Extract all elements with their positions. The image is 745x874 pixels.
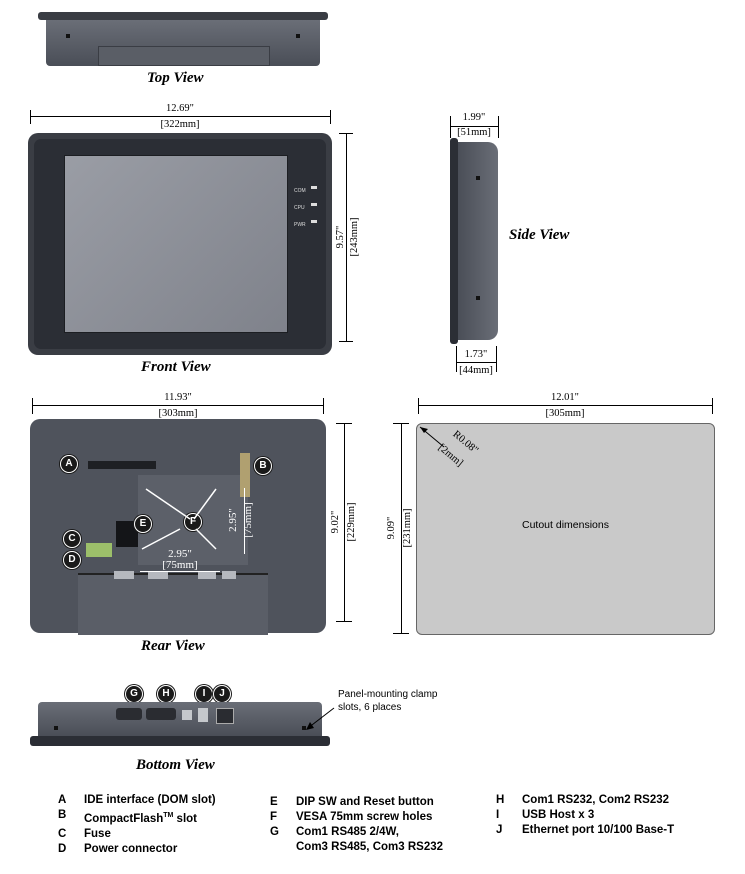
- vesa-v-mm: [75mm]: [242, 502, 254, 538]
- front-height-mm: [243mm]: [349, 217, 360, 257]
- rear-power-connector: [86, 543, 112, 557]
- rear-dip-switch: [116, 521, 138, 547]
- callout-g: G: [125, 685, 143, 703]
- side-body-in: 1.73": [464, 349, 488, 360]
- side-view-title: Side View: [509, 227, 570, 243]
- front-screen: [64, 155, 288, 333]
- rear-cf-slot: [240, 453, 250, 497]
- vesa-h-mm: [75mm]: [162, 559, 198, 571]
- rear-ide-slot: [88, 461, 156, 469]
- top-view-title: Top View: [147, 70, 204, 86]
- side-depth-mm: [51mm]: [457, 127, 491, 138]
- side-depth-in: 1.99": [462, 112, 486, 123]
- callout-b: B: [254, 457, 272, 475]
- led-label-cpu: CPU: [294, 205, 305, 211]
- vesa-v-in: 2.95": [227, 508, 239, 532]
- vesa-h-dim-line: [140, 571, 220, 572]
- led-label-com: COM: [294, 188, 306, 194]
- rear-width-in: 11.93": [164, 392, 192, 403]
- bottom-view-title: Bottom View: [136, 757, 215, 773]
- rear-io-panel: [78, 573, 268, 635]
- callout-d: D: [63, 551, 81, 569]
- callout-a: A: [60, 455, 78, 473]
- callout-h: H: [157, 685, 175, 703]
- rear-width-dim-line: [32, 405, 324, 406]
- clamp-pointer: [306, 707, 335, 730]
- cutout-radius-arrow: [419, 426, 445, 448]
- front-width-mm: [322mm]: [160, 119, 200, 130]
- callout-i: I: [195, 685, 213, 703]
- cutout-height-in: 9.09": [386, 516, 397, 540]
- vesa-v-dim-line: [244, 488, 245, 554]
- legend-item-g-line2: Com3 RS485, Com3 RS232: [296, 841, 444, 853]
- bottom-view-device: [30, 702, 330, 746]
- front-width-in: 12.69": [166, 103, 194, 114]
- side-view-device: [450, 138, 500, 344]
- cutout-width-in: 12.01": [551, 392, 579, 403]
- front-view-title: Front View: [141, 359, 211, 375]
- callout-j: J: [213, 685, 231, 703]
- rear-height-mm: [229mm]: [346, 502, 357, 542]
- clamp-note: Panel-mounting clamp slots, 6 places: [338, 688, 438, 714]
- callout-c: C: [63, 530, 81, 548]
- front-height-in: 9.57": [335, 225, 346, 249]
- led-label-pwr: PWR: [294, 222, 306, 228]
- side-depth-dim-line: [450, 126, 498, 127]
- callout-e: E: [134, 515, 152, 533]
- cutout-width-mm: [305mm]: [545, 408, 585, 419]
- top-view-device: [38, 12, 328, 66]
- side-body-dim-line: [456, 362, 496, 363]
- vesa-h-in: 2.95": [168, 548, 192, 560]
- cutout-width-dim-line: [418, 405, 712, 406]
- clamp-note-line1: Panel-mounting clamp: [338, 689, 438, 700]
- rear-width-mm: [303mm]: [158, 408, 198, 419]
- cutout-label: Cutout dimensions: [522, 519, 609, 531]
- vesa-arrows: [141, 488, 217, 550]
- front-view-device: COM CPU PWR: [28, 133, 332, 355]
- side-body-mm: [44mm]: [459, 365, 493, 376]
- cutout-height-dim-line: [401, 423, 402, 633]
- front-width-dim-line: [30, 116, 330, 117]
- cutout-shape: [416, 423, 715, 635]
- rear-view-device: [30, 419, 326, 635]
- rear-height-in: 9.02": [330, 510, 341, 534]
- rear-height-dim-line: [344, 423, 345, 621]
- clamp-note-line2: slots, 6 places: [338, 702, 402, 713]
- front-height-dim-line: [346, 133, 347, 341]
- rear-view-title: Rear View: [141, 638, 205, 654]
- cutout-height-mm: [231mm]: [402, 508, 413, 548]
